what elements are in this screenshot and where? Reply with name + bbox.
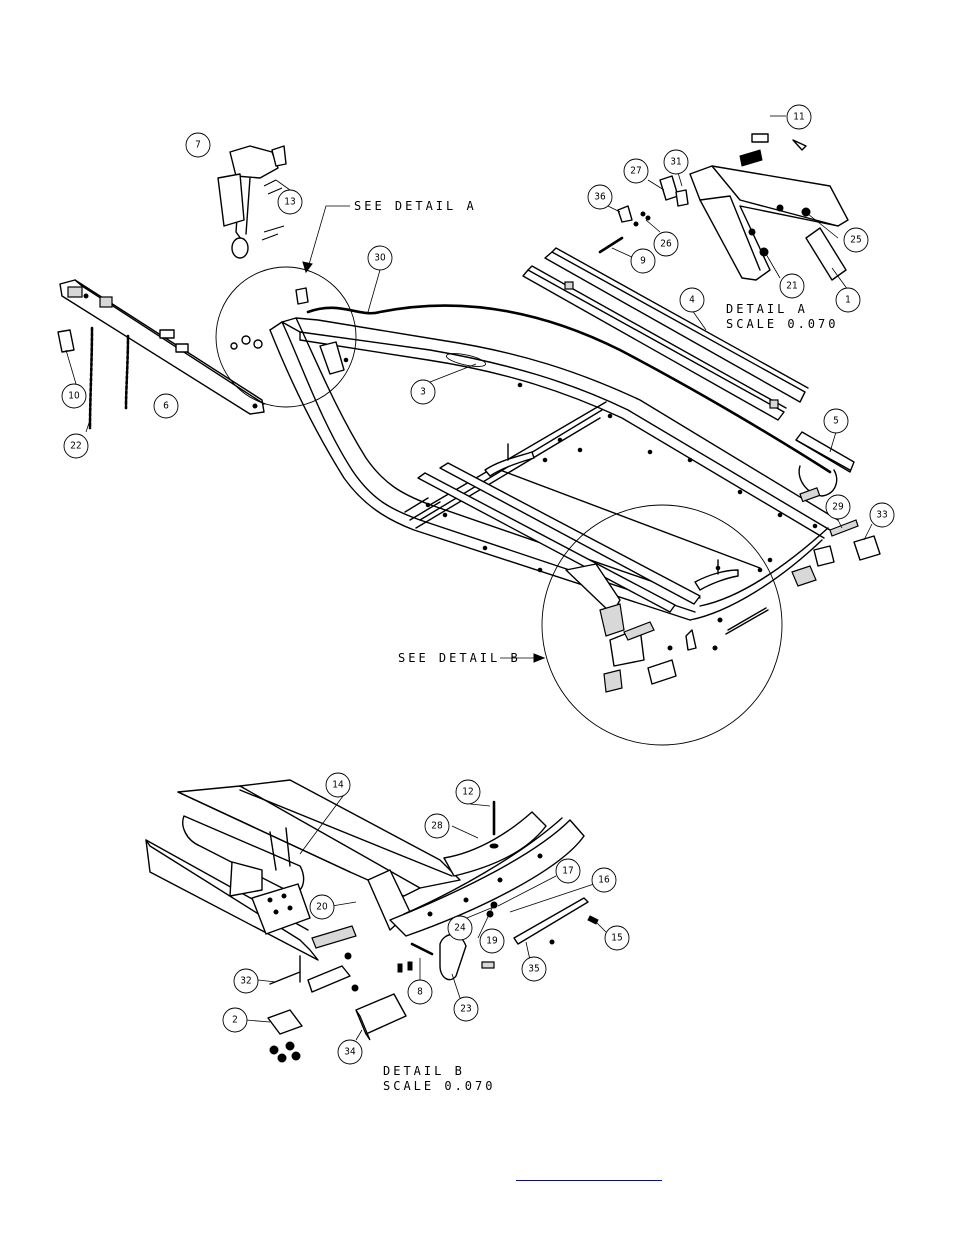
detail-b-title: DETAIL B xyxy=(383,1064,465,1078)
see-detail-b-label: SEE DETAIL B xyxy=(398,651,521,665)
tongue-assembly xyxy=(59,279,265,415)
detail-a-view xyxy=(598,133,849,281)
balloon-7: 7 xyxy=(185,132,211,158)
svg-text:32: 32 xyxy=(240,976,251,987)
detail-a-scale: SCALE 0.070 xyxy=(726,317,838,331)
balloon-34: 34 xyxy=(337,1039,363,1065)
svg-text:24: 24 xyxy=(454,923,466,934)
svg-text:19: 19 xyxy=(486,936,498,947)
svg-text:11: 11 xyxy=(793,112,804,123)
svg-text:14: 14 xyxy=(332,780,344,791)
balloon-29: 29 xyxy=(825,494,851,520)
svg-text:6: 6 xyxy=(163,401,169,412)
svg-text:22: 22 xyxy=(70,441,81,452)
bunk-boards xyxy=(417,247,809,613)
balloon-20: 20 xyxy=(309,894,335,920)
svg-text:34: 34 xyxy=(344,1047,356,1058)
balloon-1: 1 xyxy=(835,287,861,313)
svg-text:27: 27 xyxy=(630,166,641,177)
balloon-6: 6 xyxy=(153,393,179,419)
svg-text:13: 13 xyxy=(284,197,295,208)
svg-text:2: 2 xyxy=(232,1015,238,1026)
svg-text:16: 16 xyxy=(598,875,610,886)
balloon-30: 30 xyxy=(367,245,393,271)
trailer-frame xyxy=(269,317,839,621)
balloon-23: 23 xyxy=(453,996,479,1022)
svg-text:30: 30 xyxy=(374,253,386,264)
balloon-8: 8 xyxy=(407,979,433,1005)
svg-text:3: 3 xyxy=(420,387,426,398)
svg-text:31: 31 xyxy=(670,157,681,168)
balloon-22: 22 xyxy=(63,433,89,459)
detail-b-view xyxy=(145,779,599,1063)
leader-lines xyxy=(65,115,873,1041)
balloon-15: 15 xyxy=(604,925,630,951)
svg-text:28: 28 xyxy=(431,821,443,832)
balloon-21: 21 xyxy=(779,273,805,299)
balloon-2: 2 xyxy=(222,1007,248,1033)
svg-text:20: 20 xyxy=(316,902,328,913)
balloon-12: 12 xyxy=(455,779,481,805)
svg-text:29: 29 xyxy=(832,502,844,513)
svg-text:23: 23 xyxy=(460,1004,471,1015)
svg-text:17: 17 xyxy=(562,866,573,877)
svg-text:35: 35 xyxy=(528,964,539,975)
svg-text:12: 12 xyxy=(462,787,473,798)
balloon-9: 9 xyxy=(630,248,656,274)
balloon-25: 25 xyxy=(843,227,869,253)
balloon-28: 28 xyxy=(424,813,450,839)
svg-text:1: 1 xyxy=(845,295,851,306)
svg-text:25: 25 xyxy=(850,235,861,246)
balloon-35: 35 xyxy=(521,956,547,982)
balloon-3: 3 xyxy=(410,379,436,405)
svg-text:4: 4 xyxy=(689,295,695,306)
balloon-13: 13 xyxy=(277,189,303,215)
svg-text:33: 33 xyxy=(876,510,887,521)
svg-text:36: 36 xyxy=(594,192,606,203)
detail-b-scale: SCALE 0.070 xyxy=(383,1079,495,1093)
balloon-27: 27 xyxy=(623,158,649,184)
svg-text:15: 15 xyxy=(611,933,622,944)
balloon-26: 26 xyxy=(653,231,679,257)
winch-stand xyxy=(217,145,287,259)
svg-text:7: 7 xyxy=(195,140,201,151)
winch-cable xyxy=(306,304,832,474)
svg-text:26: 26 xyxy=(660,239,672,250)
balloon-10: 10 xyxy=(61,383,87,409)
balloon-17: 17 xyxy=(555,858,581,884)
detail-b-callout-circle xyxy=(541,504,783,746)
balloon-4: 4 xyxy=(679,287,705,313)
balloon-5: 5 xyxy=(823,408,849,434)
balloon-36: 36 xyxy=(587,184,613,210)
detail-a-callout-circle xyxy=(215,266,357,408)
svg-text:8: 8 xyxy=(417,987,423,998)
svg-text:5: 5 xyxy=(833,416,839,427)
balloon-33: 33 xyxy=(869,502,895,528)
balloon-14: 14 xyxy=(325,772,351,798)
balloon-24: 24 xyxy=(447,915,473,941)
svg-text:21: 21 xyxy=(786,281,797,292)
balloon-11: 11 xyxy=(786,104,812,130)
balloon-16: 16 xyxy=(591,867,617,893)
detail-a-title: DETAIL A xyxy=(726,302,808,316)
hyperlink-underline[interactable] xyxy=(516,1180,662,1181)
see-detail-a-label: SEE DETAIL A xyxy=(354,199,477,213)
balloon-31: 31 xyxy=(663,149,689,175)
balloon-19: 19 xyxy=(479,928,505,954)
balloon-32: 32 xyxy=(233,968,259,994)
svg-text:9: 9 xyxy=(640,256,646,267)
svg-text:10: 10 xyxy=(68,391,80,402)
